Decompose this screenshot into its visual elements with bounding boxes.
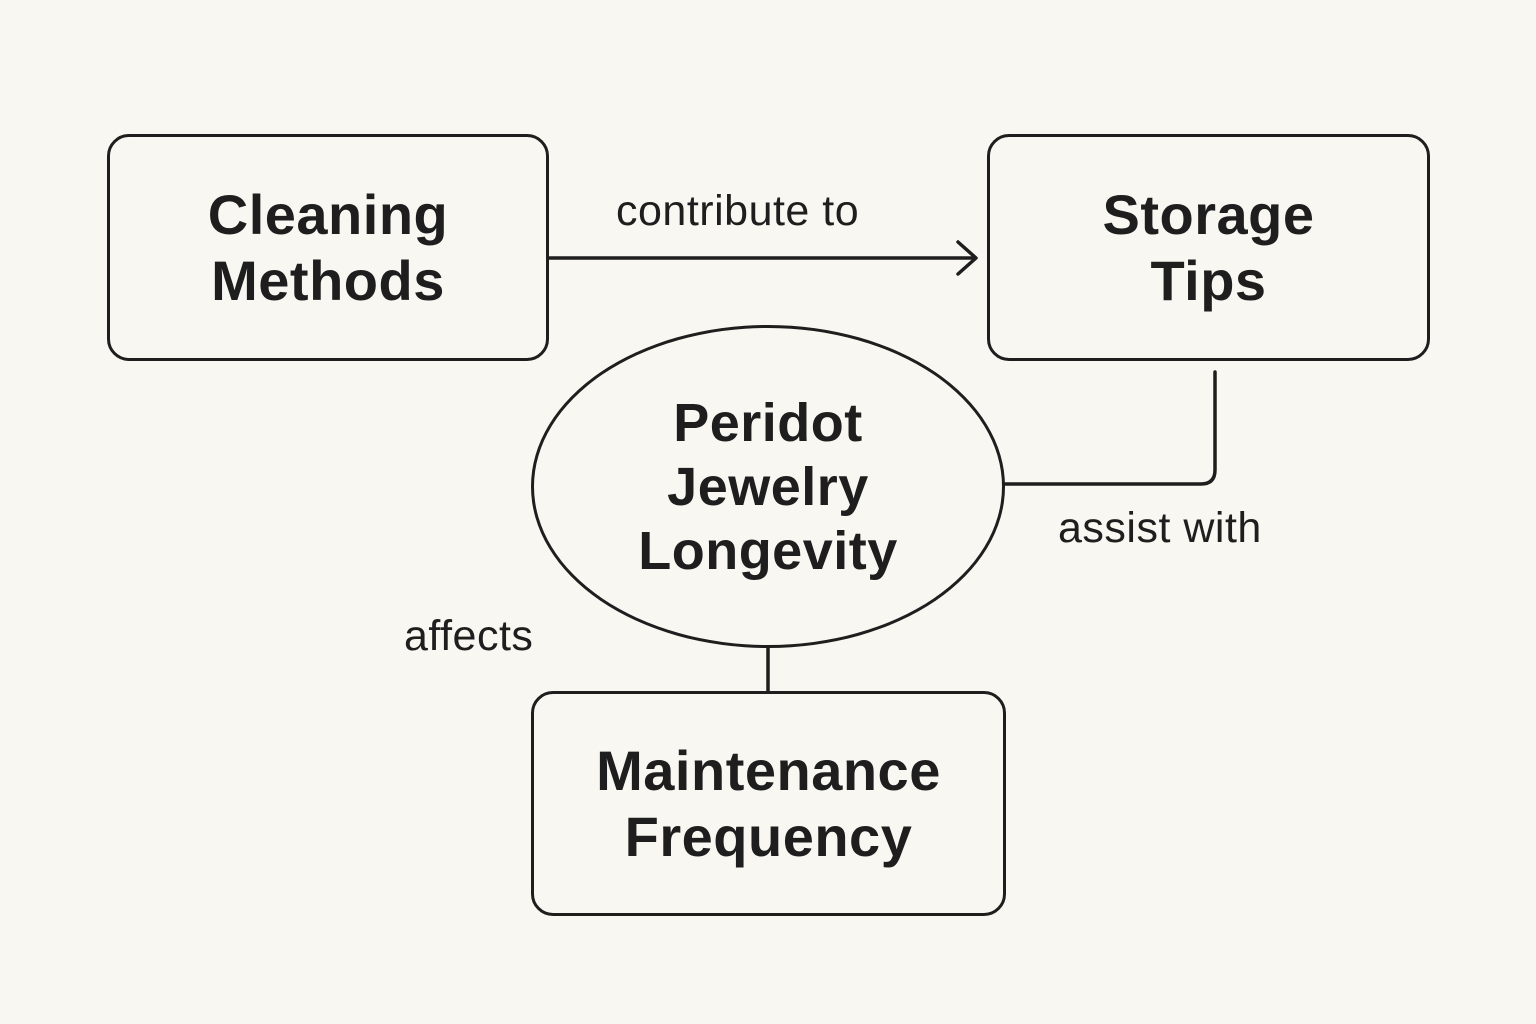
node-maint-line-1: Maintenance xyxy=(596,738,941,802)
node-center-line-3: Longevity xyxy=(638,520,898,581)
edge-storage-to-center xyxy=(1002,370,1217,486)
node-storage-line-1: Storage xyxy=(1102,182,1315,246)
edge-label-contribute-to: contribute to xyxy=(616,187,860,235)
node-cleaning-line-2: Methods xyxy=(211,248,445,312)
node-cleaning-methods: Cleaning Methods xyxy=(107,134,549,361)
arrowhead-storage xyxy=(956,240,978,276)
node-peridot-jewelry-longevity: Peridot Jewelry Longevity xyxy=(531,325,1005,648)
node-maintenance-frequency: Maintenance Frequency xyxy=(531,691,1006,916)
node-cleaning-line-1: Cleaning xyxy=(207,182,449,246)
node-storage-line-2: Tips xyxy=(1150,248,1267,312)
edge-label-affects: affects xyxy=(404,612,534,660)
edge-label-assist-with: assist with xyxy=(1058,504,1262,552)
node-center-line-1: Peridot xyxy=(673,392,863,453)
node-center-line-2: Jewelry xyxy=(667,456,869,517)
node-storage-tips: Storage Tips xyxy=(987,134,1430,361)
node-maint-line-2: Frequency xyxy=(624,804,913,868)
